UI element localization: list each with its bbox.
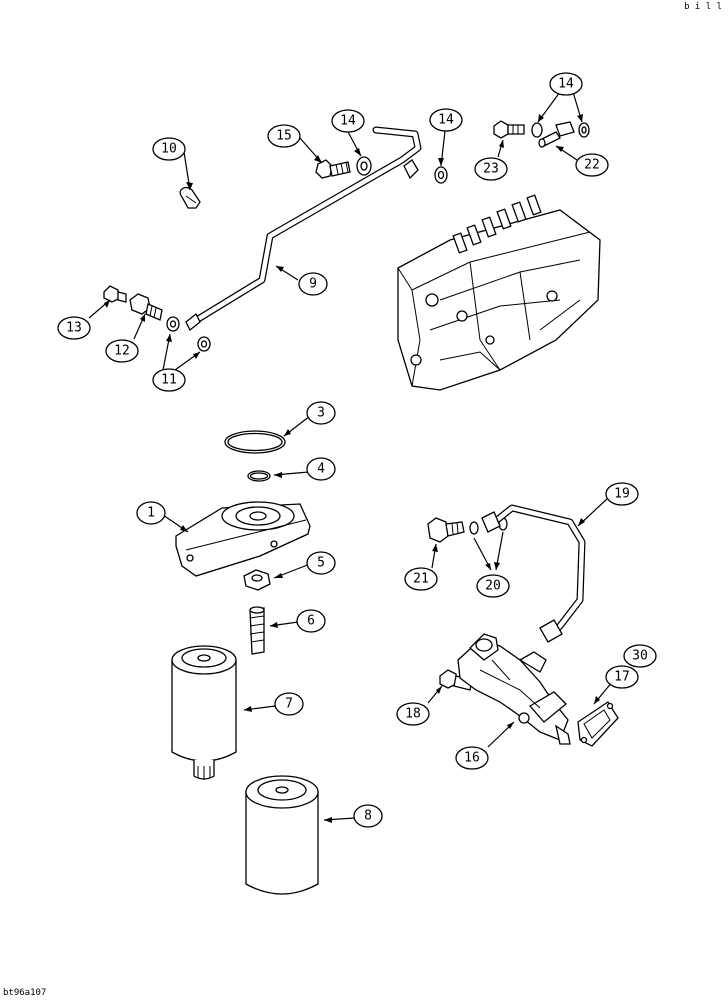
callout-4-label: 4 — [317, 462, 325, 477]
callout-6-label: 6 — [307, 614, 315, 629]
part-banjo-bolt-23 — [493, 120, 525, 139]
callout-1: 1 — [136, 501, 166, 525]
callout-8: 8 — [353, 804, 383, 828]
callout-23: 23 — [474, 157, 508, 181]
part-washers-14c — [531, 122, 590, 138]
callout-11: 11 — [152, 368, 186, 392]
part-clip — [179, 186, 201, 209]
callout-15: 15 — [267, 124, 301, 148]
callout-11-label: 11 — [161, 373, 177, 388]
callout-12: 12 — [105, 339, 139, 363]
callout-16: 16 — [455, 746, 489, 770]
part-gasket-17 — [577, 701, 619, 747]
callout-6: 6 — [296, 609, 326, 633]
part-adapter-6 — [249, 606, 265, 655]
callout-14a: 14 — [331, 109, 365, 133]
part-washers-11 — [166, 316, 211, 352]
callout-22-label: 22 — [584, 158, 600, 173]
callout-22: 22 — [575, 153, 609, 177]
injection-pump — [397, 194, 601, 391]
part-banjo-bolt-15 — [315, 159, 351, 179]
callout-30: 30 — [623, 644, 657, 668]
part-fitting-12 — [129, 293, 163, 321]
callout-20-label: 20 — [485, 579, 501, 594]
callout-5: 5 — [306, 551, 336, 575]
callout-7: 7 — [274, 692, 304, 716]
callout-3: 3 — [306, 401, 336, 425]
callout-19: 19 — [605, 482, 639, 506]
callout-4: 4 — [306, 457, 336, 481]
part-o-ring-4 — [247, 470, 271, 482]
callout-3-label: 3 — [317, 406, 325, 421]
drawing-id: bt96a107 — [3, 988, 47, 998]
callout-9-label: 9 — [309, 277, 317, 292]
callout-14b-label: 14 — [438, 113, 454, 128]
callout-21-label: 21 — [413, 572, 429, 587]
callout-21: 21 — [404, 567, 438, 591]
part-fitting-13 — [103, 285, 127, 303]
part-fuel-filter-8 — [245, 775, 319, 895]
callout-12-label: 12 — [114, 344, 130, 359]
callout-17-label: 17 — [614, 670, 630, 685]
callout-13: 13 — [57, 316, 91, 340]
callout-5-label: 5 — [317, 556, 325, 571]
callout-19-label: 19 — [614, 487, 630, 502]
callout-14c: 14 — [549, 72, 583, 96]
part-sealing-washer-14b — [434, 166, 448, 184]
drawing-code: b i l l — [684, 2, 722, 12]
callout-17: 17 — [605, 665, 639, 689]
leader-lines — [88, 91, 613, 823]
callout-18: 18 — [396, 702, 430, 726]
callout-7-label: 7 — [285, 697, 293, 712]
part-fuel-line-19 — [481, 504, 586, 643]
callout-10-label: 10 — [161, 142, 177, 157]
part-o-ring-3 — [224, 430, 286, 454]
part-banjo-bolt-21 — [427, 517, 465, 543]
callout-10: 10 — [152, 137, 186, 161]
callout-9: 9 — [298, 272, 328, 296]
callout-18-label: 18 — [405, 707, 421, 722]
callout-14c-label: 14 — [558, 77, 574, 92]
part-adapter-22 — [538, 121, 575, 148]
part-nut-5 — [243, 569, 271, 591]
callout-8-label: 8 — [364, 809, 372, 824]
part-fuel-line — [185, 126, 422, 332]
callout-14b: 14 — [429, 108, 463, 132]
part-fuel-filter-7 — [171, 645, 237, 780]
callout-30-label: 30 — [632, 649, 648, 664]
part-transfer-pump-16 — [457, 633, 571, 745]
part-sealing-washer-14a — [356, 156, 372, 176]
callout-14a-label: 14 — [340, 114, 356, 129]
callout-15-label: 15 — [276, 129, 292, 144]
callout-13-label: 13 — [66, 321, 82, 336]
callout-1-label: 1 — [147, 506, 155, 521]
callout-16-label: 16 — [464, 751, 480, 766]
callout-23-label: 23 — [483, 162, 499, 177]
part-filter-head — [175, 501, 311, 577]
callout-20: 20 — [476, 574, 510, 598]
